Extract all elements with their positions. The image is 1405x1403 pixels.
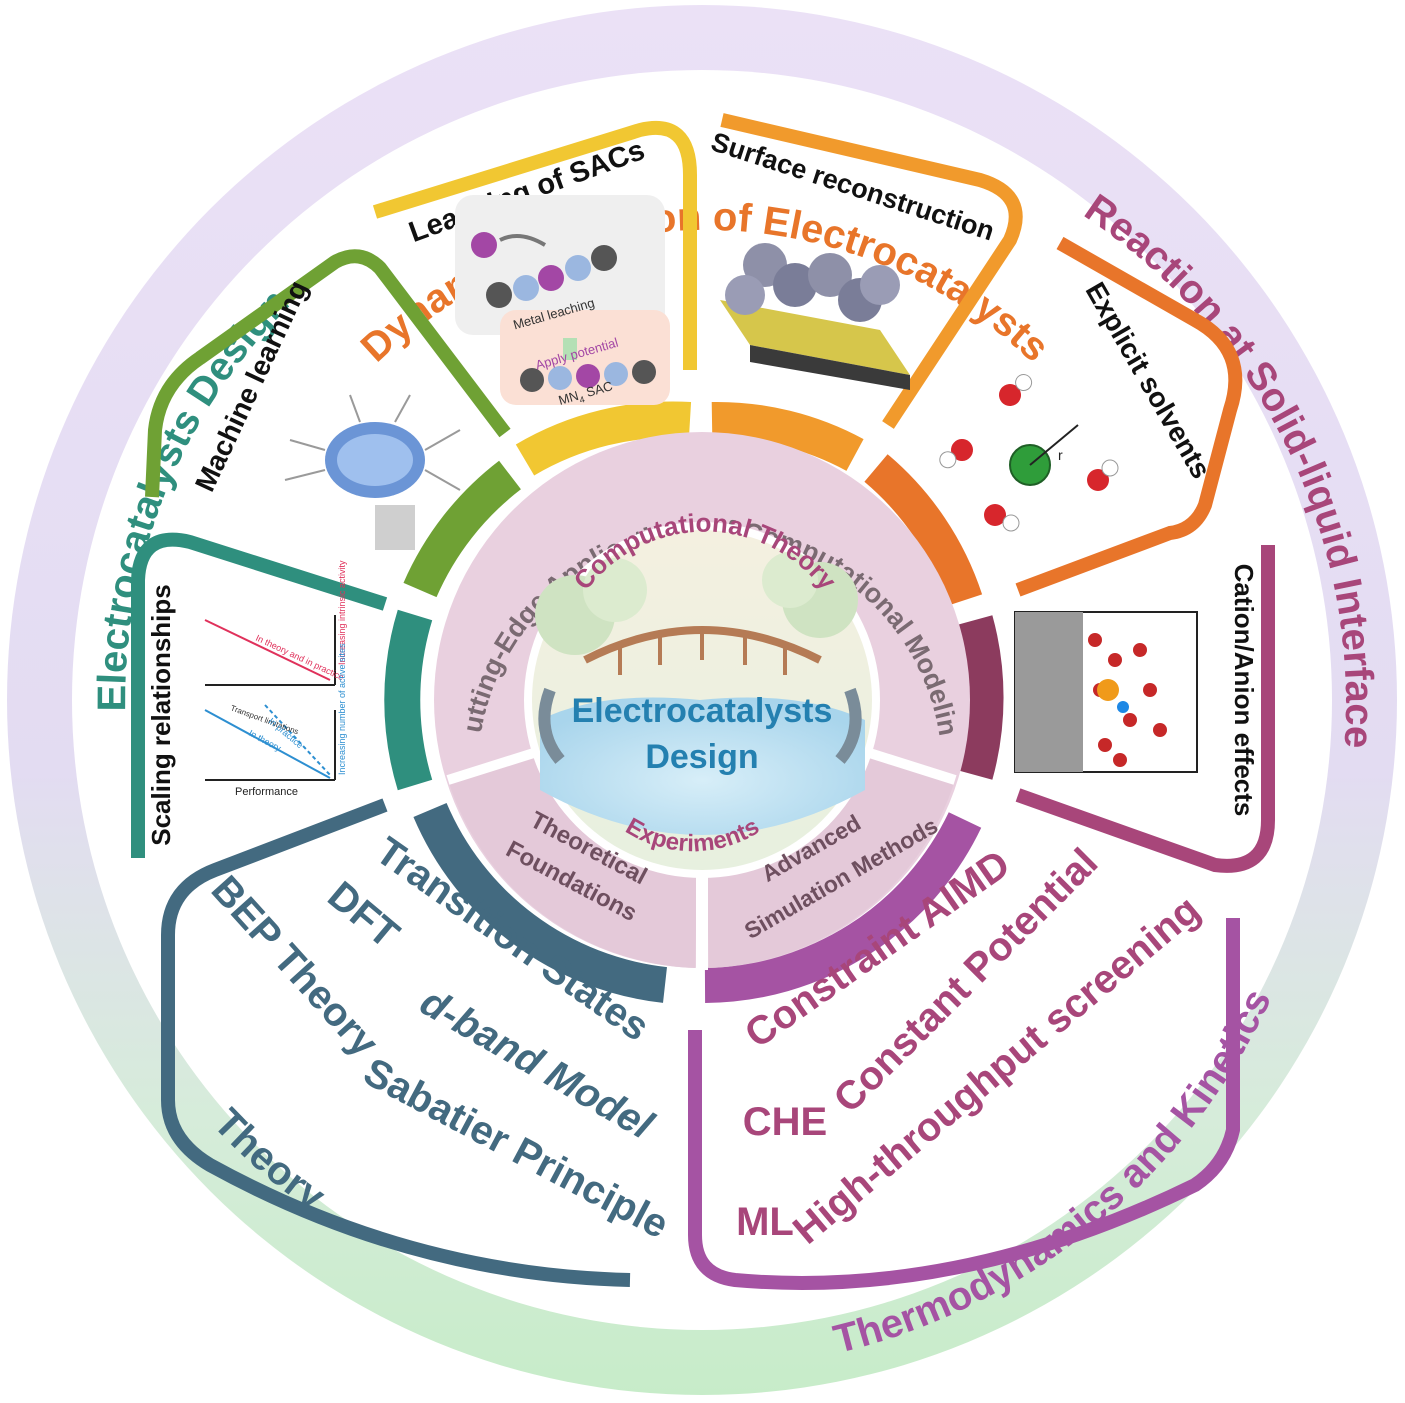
- scaling-text-performance: Performance: [235, 786, 298, 798]
- ml-illustration: [284, 394, 461, 550]
- leaching-label-sac: MN4 SAC: [557, 378, 615, 411]
- solvents-illustration: r: [939, 374, 1119, 532]
- scene-arrow-right: [835, 687, 862, 764]
- scaling-text-active-sites: Increasing number of active sites: [337, 643, 347, 775]
- solvents-r-label: r: [1058, 447, 1063, 463]
- frame-solvents: [1015, 236, 1243, 597]
- arc-orange: [864, 454, 983, 606]
- cation-illustration: [1014, 611, 1198, 773]
- frame-scaling: [131, 532, 388, 858]
- arc-maroon: [957, 615, 1004, 780]
- surface-illustration: [720, 243, 910, 390]
- term-che: CHE: [743, 1100, 827, 1144]
- title-scaling: Scaling relationships: [146, 584, 176, 846]
- term-ml: ML: [736, 1200, 794, 1244]
- frame-leaching: [372, 120, 697, 370]
- center-title-line2: Design: [645, 738, 758, 776]
- scene-arrow-left: [538, 687, 565, 764]
- frame-theory: [161, 798, 631, 1287]
- title-cation: Cation/Anion effects: [1229, 564, 1259, 817]
- frame-ml: [145, 249, 511, 498]
- arc-light-orange: [711, 401, 864, 471]
- leaching-illustration: Metal leaching Apply potential MN4 SAC: [455, 195, 670, 411]
- center-title-line1: Electrocatalysts: [572, 692, 833, 730]
- arc-green: [403, 460, 522, 598]
- scene-water: [540, 697, 865, 835]
- frame-surface: [720, 113, 1023, 429]
- arc-methods: [704, 812, 982, 1003]
- arc-teal: [384, 609, 433, 791]
- frame-cation: [1015, 545, 1275, 873]
- scene-trees: [535, 552, 858, 655]
- scene-bridge-rails: [618, 628, 787, 675]
- frame-thermo: [688, 918, 1240, 1290]
- scaling-text-intrinsic: Increasing intrinsic activity: [337, 560, 347, 665]
- arc-yellow: [515, 401, 692, 476]
- arc-theory: [413, 802, 668, 1003]
